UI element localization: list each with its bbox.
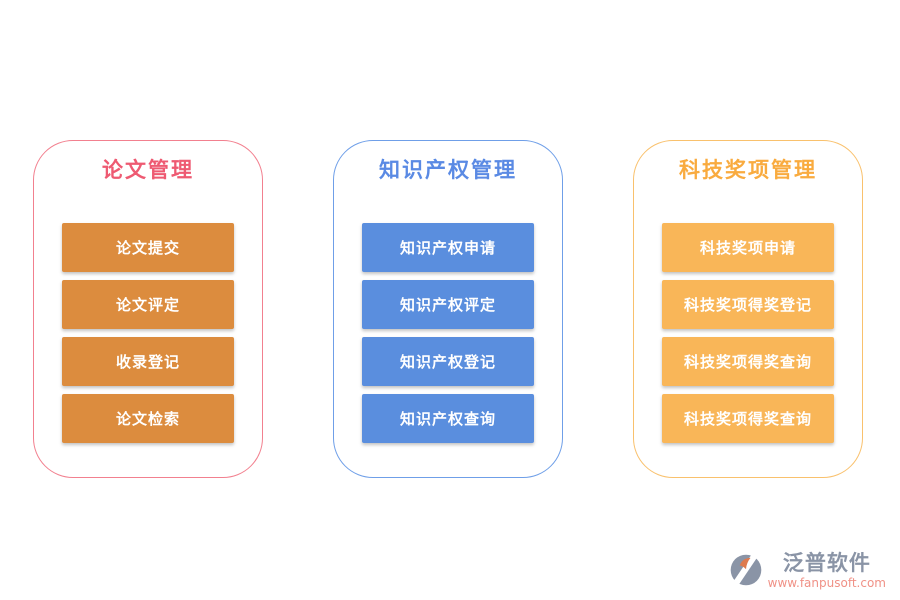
footer-logo-url: www.fanpusoft.com [767, 576, 886, 590]
button-paper-review[interactable]: 论文评定 [62, 280, 234, 329]
button-ip-review[interactable]: 知识产权评定 [362, 280, 534, 329]
button-award-win-query-1[interactable]: 科技奖项得奖查询 [662, 337, 834, 386]
button-ip-apply[interactable]: 知识产权申请 [362, 223, 534, 272]
panel-title-tech-award-management: 科技奖项管理 [679, 158, 817, 182]
footer-logo-text: 泛普软件 www.fanpusoft.com [768, 550, 886, 590]
panel-ip-management: 知识产权管理 知识产权申请 知识产权评定 知识产权登记 知识产权查询 [333, 140, 563, 478]
footer-logo-name: 泛普软件 [782, 551, 871, 575]
button-inclusion-register[interactable]: 收录登记 [62, 337, 234, 386]
panel-tech-award-management: 科技奖项管理 科技奖项申请 科技奖项得奖登记 科技奖项得奖查询 科技奖项得奖查询 [633, 140, 863, 478]
module-diagram: 论文管理 论文提交 论文评定 收录登记 论文检索 知识产权管理 知识产权申请 知… [33, 140, 863, 478]
button-award-apply[interactable]: 科技奖项申请 [662, 223, 834, 272]
button-paper-submit[interactable]: 论文提交 [62, 223, 234, 272]
button-column: 论文提交 论文评定 收录登记 论文检索 [34, 223, 262, 443]
panel-title-ip-management: 知识产权管理 [379, 158, 517, 182]
fanpu-logo-icon [728, 552, 762, 588]
button-column: 知识产权申请 知识产权评定 知识产权登记 知识产权查询 [334, 223, 562, 443]
button-award-win-register[interactable]: 科技奖项得奖登记 [662, 280, 834, 329]
panel-title-paper-management: 论文管理 [102, 158, 194, 182]
button-column: 科技奖项申请 科技奖项得奖登记 科技奖项得奖查询 科技奖项得奖查询 [634, 223, 862, 443]
footer-logo: 泛普软件 www.fanpusoft.com [728, 550, 886, 590]
button-ip-register[interactable]: 知识产权登记 [362, 337, 534, 386]
button-award-win-query-2[interactable]: 科技奖项得奖查询 [662, 394, 834, 443]
panel-paper-management: 论文管理 论文提交 论文评定 收录登记 论文检索 [33, 140, 263, 478]
button-paper-search[interactable]: 论文检索 [62, 394, 234, 443]
button-ip-query[interactable]: 知识产权查询 [362, 394, 534, 443]
